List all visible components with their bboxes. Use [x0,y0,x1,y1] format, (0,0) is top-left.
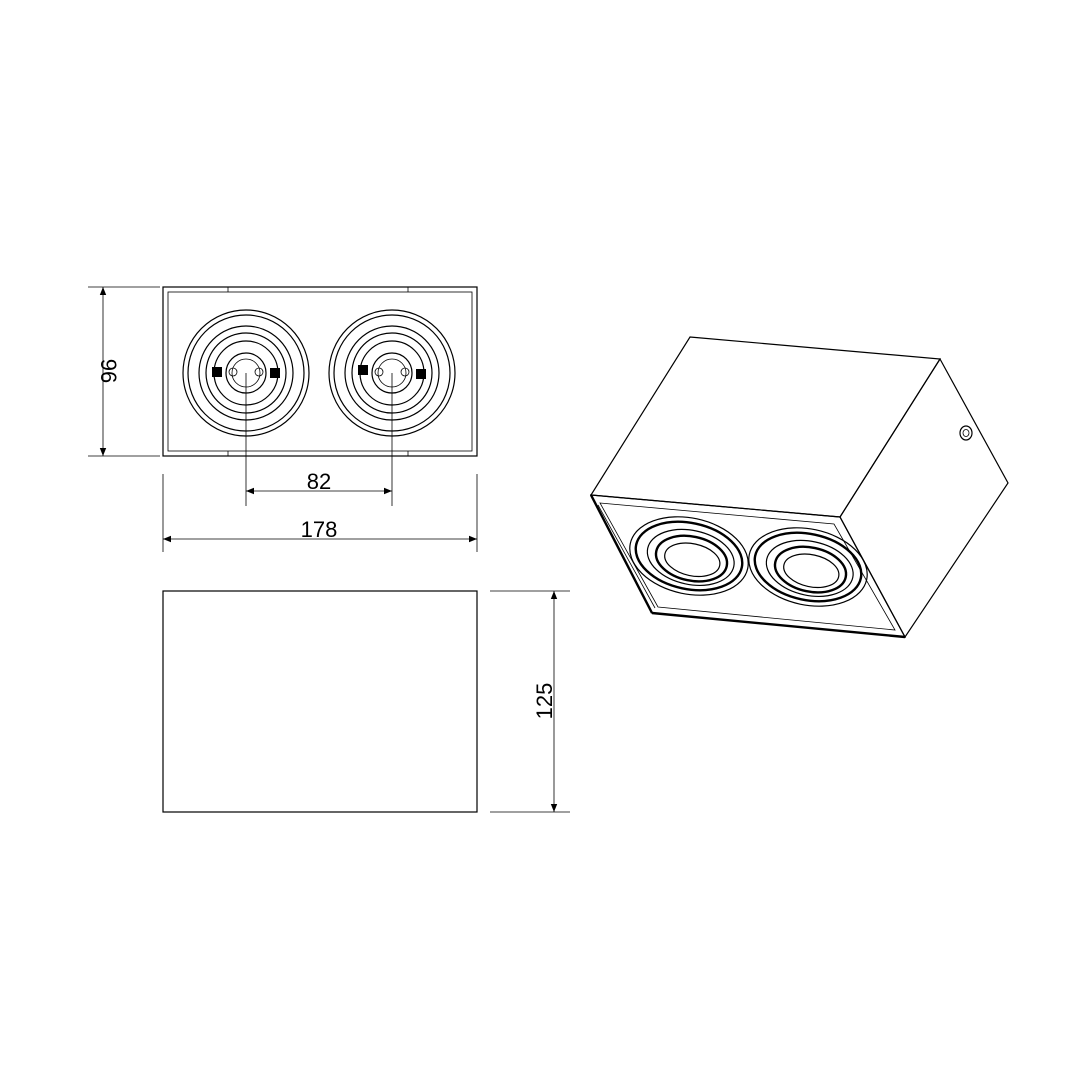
dimension-width-178: 178 [162,474,478,552]
dim-label-96: 96 [96,359,121,383]
side-view [162,590,478,813]
dimension-depth-125: 125 [490,590,570,813]
lamp-left-iso [629,516,749,596]
dimension-spacing-82: 82 [246,469,392,495]
lamp-right-iso [748,527,868,607]
dimension-height-96: 96 [88,286,160,457]
dim-label-178: 178 [301,517,338,542]
lamp-holder-left [182,309,310,437]
top-view [162,286,478,506]
screw-icon [959,425,973,441]
dim-label-82: 82 [307,469,331,494]
isometric-view [589,336,1009,639]
dim-label-125: 125 [532,683,557,720]
